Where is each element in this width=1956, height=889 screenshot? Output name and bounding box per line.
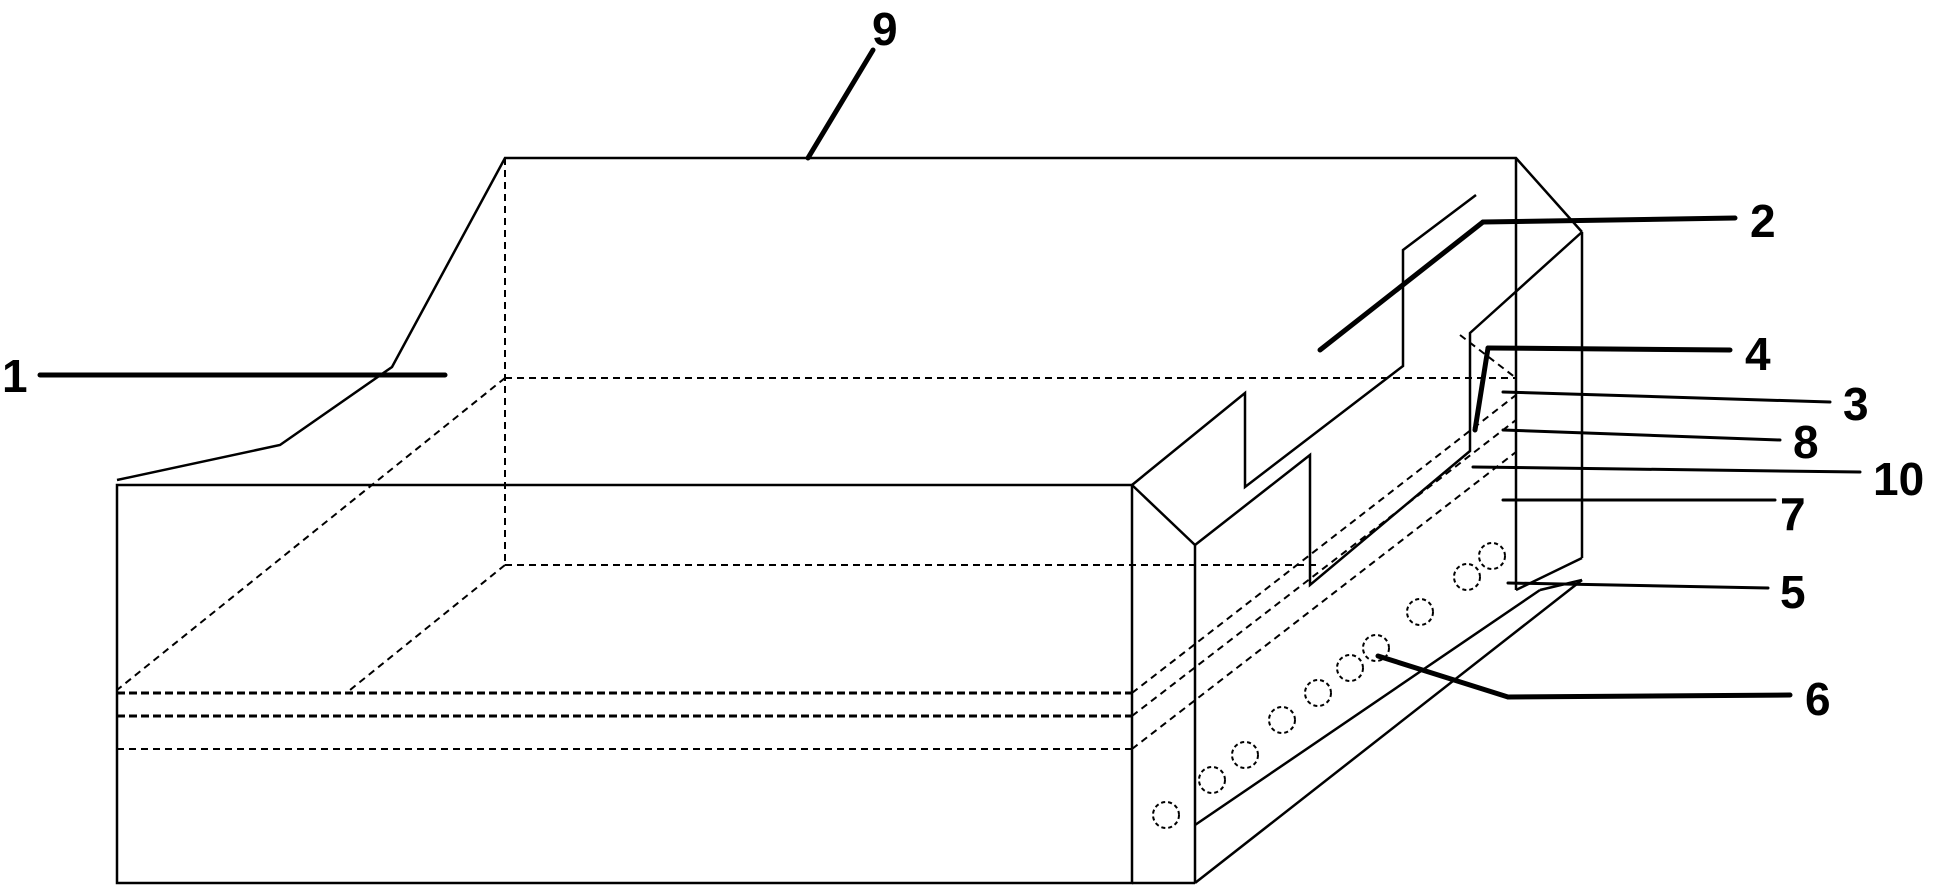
hole xyxy=(1362,634,1390,662)
label-1: 1 xyxy=(2,350,28,402)
front-box xyxy=(115,483,1197,885)
leader-6-diagonal xyxy=(1375,653,1511,700)
bracket-back xyxy=(1194,231,1583,588)
hole xyxy=(1152,801,1180,829)
label-6: 6 xyxy=(1805,673,1831,725)
hidden-lines xyxy=(116,158,1517,750)
label-8: 8 xyxy=(1793,416,1819,468)
base-bottom-edge xyxy=(1194,579,1583,884)
leader-2-diagonal xyxy=(1317,219,1486,353)
reference-labels: 1 2 3 4 5 6 7 8 9 10 xyxy=(2,3,1924,725)
label-3: 3 xyxy=(1843,378,1869,430)
leader-10 xyxy=(1471,465,1862,474)
hole xyxy=(1478,542,1506,570)
front-face xyxy=(115,483,1134,885)
base-top-edge xyxy=(1194,588,1541,827)
hole xyxy=(1231,741,1259,769)
side-structure xyxy=(1131,194,1583,884)
label-5: 5 xyxy=(1780,566,1806,618)
hole xyxy=(1336,654,1364,682)
hidden-left-diagonal-top xyxy=(116,377,506,691)
leader-6-horizontal xyxy=(1505,692,1793,700)
bracket-front xyxy=(1131,194,1477,490)
leader-lines xyxy=(37,47,1862,700)
label-2: 2 xyxy=(1750,195,1776,247)
label-9: 9 xyxy=(872,3,898,55)
holes xyxy=(1152,542,1506,829)
label-10: 10 xyxy=(1873,453,1924,505)
hidden-side-diagonal-1 xyxy=(1131,394,1517,694)
leader-2-horizontal xyxy=(1480,215,1738,225)
leader-9 xyxy=(805,47,876,161)
hole xyxy=(1406,598,1434,626)
hidden-side-diagonal-2 xyxy=(1131,419,1517,717)
hidden-left-diagonal-bottom xyxy=(349,564,506,691)
label-7: 7 xyxy=(1780,488,1806,540)
hidden-side-diagonal-3 xyxy=(1131,451,1517,750)
front-top-right-edge xyxy=(1131,484,1196,546)
hole xyxy=(1268,706,1296,734)
leader-4-diagonal xyxy=(1472,345,1491,433)
hole xyxy=(1304,679,1332,707)
hole xyxy=(1198,766,1226,794)
leader-5 xyxy=(1506,581,1770,590)
hole xyxy=(1453,563,1481,591)
enclosure-outline xyxy=(116,156,1583,482)
leader-8 xyxy=(1501,428,1782,442)
leader-4-horizontal xyxy=(1485,345,1733,353)
leader-3 xyxy=(1501,390,1832,404)
label-4: 4 xyxy=(1745,328,1771,380)
